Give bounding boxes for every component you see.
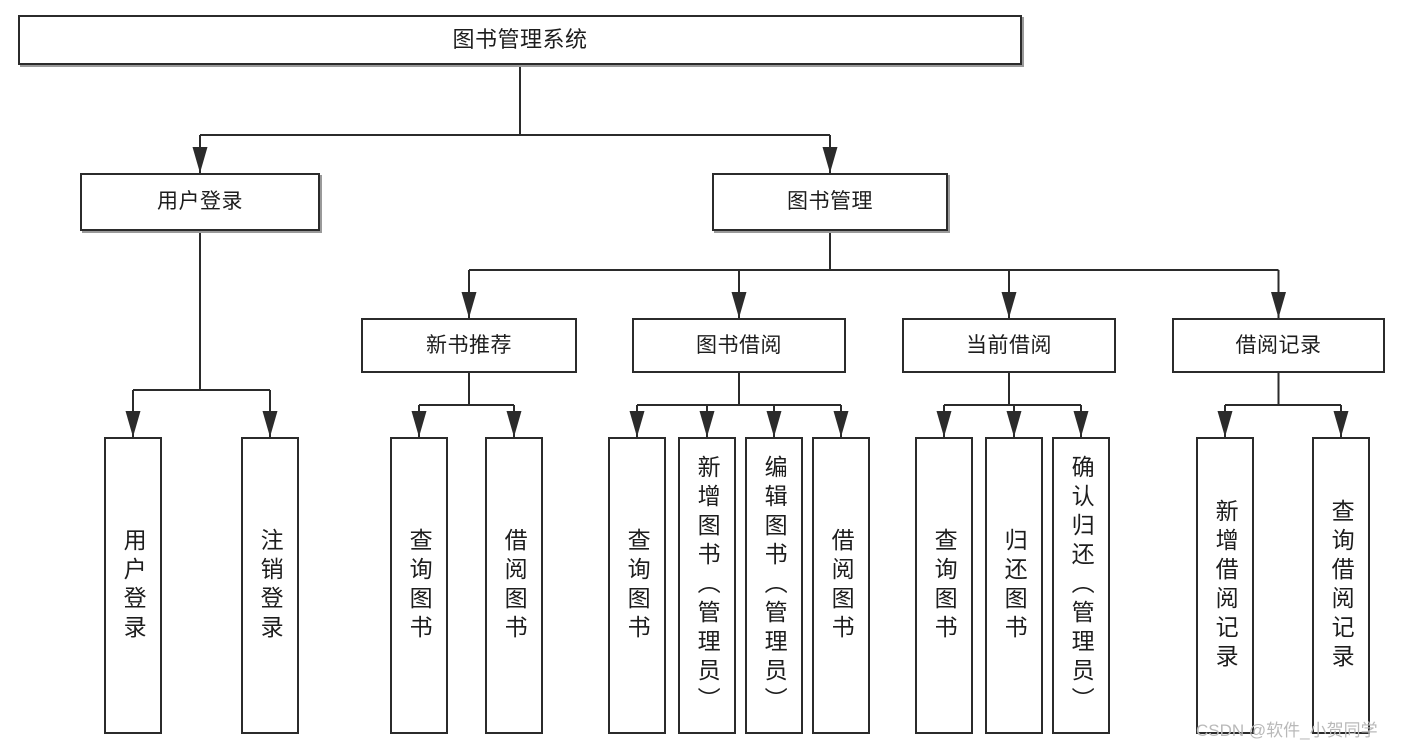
node-label-current-borrow: 当前借阅 bbox=[966, 333, 1052, 357]
node-book-manage[interactable]: 图书管理 bbox=[712, 173, 948, 231]
node-label-borrow-record: 借阅记录 bbox=[1235, 333, 1322, 357]
node-leaf-user-login[interactable]: 用户登录 bbox=[104, 437, 162, 734]
node-label-leaf-edit-book: 编辑图书（管理员） bbox=[761, 455, 788, 716]
node-leaf-add-book[interactable]: 新增图书（管理员） bbox=[678, 437, 736, 734]
node-label-book-manage: 图书管理 bbox=[787, 190, 873, 214]
node-label-leaf-user-login: 用户登录 bbox=[120, 527, 147, 644]
node-label-leaf-add-book: 新增图书（管理员） bbox=[694, 455, 721, 716]
node-label-leaf-borrow-book-2: 借阅图书 bbox=[828, 527, 855, 644]
arrowhead-new-book-rec bbox=[461, 292, 477, 318]
node-leaf-query-book-1[interactable]: 查询图书 bbox=[390, 437, 448, 734]
arrowhead-leaf-confirm-return bbox=[1073, 411, 1089, 437]
node-borrow-record[interactable]: 借阅记录 bbox=[1172, 318, 1385, 373]
arrowhead-leaf-query-book-3 bbox=[936, 411, 952, 437]
node-label-leaf-borrow-book-1: 借阅图书 bbox=[501, 527, 528, 644]
node-leaf-edit-book[interactable]: 编辑图书（管理员） bbox=[745, 437, 803, 734]
node-leaf-borrow-book-1[interactable]: 借阅图书 bbox=[485, 437, 543, 734]
node-label-book-borrow: 图书借阅 bbox=[696, 333, 782, 357]
node-label-leaf-query-book-1: 查询图书 bbox=[406, 527, 433, 644]
node-leaf-return-book[interactable]: 归还图书 bbox=[985, 437, 1043, 734]
arrowhead-leaf-borrow-book-1 bbox=[506, 411, 522, 437]
node-label-leaf-confirm-return: 确认归还（管理员） bbox=[1068, 455, 1095, 716]
arrowhead-leaf-edit-book bbox=[766, 411, 782, 437]
arrowhead-borrow-record bbox=[1271, 292, 1286, 318]
arrowhead-leaf-user-login bbox=[125, 411, 141, 437]
node-label-root: 图书管理系统 bbox=[452, 26, 588, 52]
node-new-book-rec[interactable]: 新书推荐 bbox=[361, 318, 577, 373]
arrowhead-book-borrow bbox=[731, 292, 747, 318]
node-label-leaf-add-record: 新增借阅记录 bbox=[1212, 498, 1239, 673]
arrowhead-book-manage bbox=[822, 147, 838, 173]
node-label-leaf-query-record: 查询借阅记录 bbox=[1328, 498, 1355, 673]
arrowhead-leaf-borrow-book-2 bbox=[833, 411, 849, 437]
node-current-borrow[interactable]: 当前借阅 bbox=[902, 318, 1116, 373]
arrowhead-leaf-add-book bbox=[699, 411, 715, 437]
node-leaf-logout[interactable]: 注销登录 bbox=[241, 437, 299, 734]
node-leaf-borrow-book-2[interactable]: 借阅图书 bbox=[812, 437, 870, 734]
node-label-leaf-query-book-2: 查询图书 bbox=[624, 527, 651, 644]
arrowhead-leaf-return-book bbox=[1006, 411, 1022, 437]
arrowhead-user-login bbox=[192, 147, 208, 173]
arrowhead-leaf-query-book-1 bbox=[411, 411, 427, 437]
node-root[interactable]: 图书管理系统 bbox=[18, 15, 1022, 65]
node-leaf-add-record[interactable]: 新增借阅记录 bbox=[1196, 437, 1254, 734]
node-leaf-query-record[interactable]: 查询借阅记录 bbox=[1312, 437, 1370, 734]
arrowhead-leaf-logout bbox=[262, 411, 278, 437]
node-book-borrow[interactable]: 图书借阅 bbox=[632, 318, 846, 373]
node-user-login[interactable]: 用户登录 bbox=[80, 173, 320, 231]
node-leaf-query-book-3[interactable]: 查询图书 bbox=[915, 437, 973, 734]
node-label-new-book-rec: 新书推荐 bbox=[426, 333, 512, 357]
node-label-leaf-logout: 注销登录 bbox=[257, 527, 284, 644]
node-leaf-confirm-return[interactable]: 确认归还（管理员） bbox=[1052, 437, 1110, 734]
arrowhead-leaf-query-record bbox=[1333, 411, 1349, 437]
arrowhead-current-borrow bbox=[1001, 292, 1017, 318]
arrowhead-leaf-add-record bbox=[1217, 411, 1233, 437]
node-label-leaf-return-book: 归还图书 bbox=[1001, 527, 1028, 644]
node-label-leaf-query-book-3: 查询图书 bbox=[931, 527, 958, 644]
arrowhead-leaf-query-book-2 bbox=[629, 411, 645, 437]
node-label-user-login: 用户登录 bbox=[157, 190, 243, 214]
node-leaf-query-book-2[interactable]: 查询图书 bbox=[608, 437, 666, 734]
